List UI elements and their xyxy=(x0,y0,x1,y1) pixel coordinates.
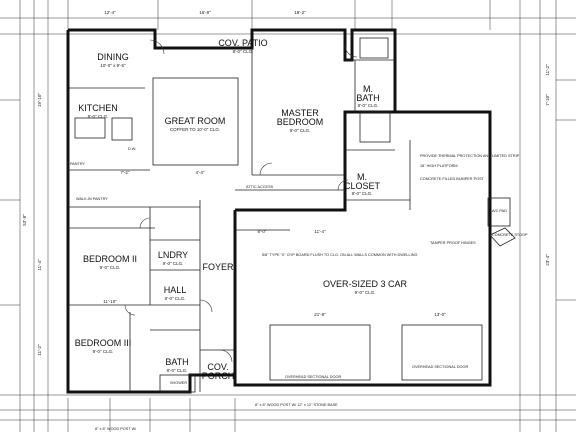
room-bath: BATH xyxy=(165,357,188,367)
room-master-bedroom-2: BEDROOM xyxy=(277,117,324,127)
dim-mid-1: 11'-10" xyxy=(103,299,117,304)
dim-top-2: 16'-8" xyxy=(199,10,211,15)
label-platform-note: 18" HIGH PLATFORM xyxy=(420,164,458,168)
dim-right-3: 23'-4" xyxy=(545,254,550,266)
label-garage-note: 5/8" TYPE "X" GYP BOARD FLUSH TO CLG. ON… xyxy=(262,253,417,257)
exterior-walls xyxy=(66,28,492,394)
label-closet-note: PROVIDE THERMAL PROTECTION AND LIMITED S… xyxy=(420,154,520,158)
room-cov-patio: COV. PATIO xyxy=(218,38,267,48)
room-cov-patio-dim: 8'-0" CLG. xyxy=(233,49,254,54)
label-ac-pad: A/C PAD xyxy=(492,209,507,213)
dim-mid-6: 7'-2" xyxy=(121,170,130,175)
dim-mid-7: 4'-4" xyxy=(196,170,205,175)
dimension-text: 53'-8" 12'-4" 16'-8" 19'-2" 11'-2" 7'-10… xyxy=(22,10,550,356)
dim-right-2: 7'-10" xyxy=(545,94,550,106)
room-great-room-dim: COFFER TO 10'-0" CLG. xyxy=(170,127,220,132)
room-hall: HALL xyxy=(164,285,187,295)
notes: PANTRY WALK-IN PANTRY D.W. SHOWER CONCRE… xyxy=(70,147,528,431)
label-attic-access: ATTIC ACCESS xyxy=(246,185,274,189)
room-bedroom-iii-dim: 9'-0" CLG. xyxy=(93,349,114,354)
dim-right-1: 11'-2" xyxy=(545,64,550,76)
doors xyxy=(124,39,358,363)
room-bedroom-ii: BEDROOM II xyxy=(83,254,137,264)
label-concrete-stoop: CONCRETE STOOP xyxy=(492,233,528,237)
dim-left-1: 19'-10" xyxy=(37,93,42,107)
room-dining-dim: 10'-0" x 9'-5" xyxy=(100,63,126,68)
room-m-closet: M. xyxy=(357,172,367,182)
room-cov-porch: COV. xyxy=(207,362,228,372)
room-hall-dim: 9'-0" CLG. xyxy=(165,296,186,301)
room-master-bedroom-dim: 9'-0" CLG. xyxy=(290,128,311,133)
room-labels: DINING 10'-0" x 9'-5" COV. PATIO 8'-0" C… xyxy=(75,38,408,381)
room-great-room: GREAT ROOM xyxy=(165,116,226,126)
room-master-bedroom: MASTER xyxy=(281,108,319,118)
room-bath-dim: 8'-0" CLG. xyxy=(167,368,188,373)
label-bumper-note: CONCRETE FILLED BUMPER POST xyxy=(420,177,485,181)
room-lndry-dim: 9'-0" CLG. xyxy=(163,261,184,266)
room-bedroom-iii: BEDROOM III xyxy=(75,338,132,348)
dim-mid-5: 8'-0" xyxy=(258,229,267,234)
label-porch-post: 8" x 8" WOOD POST W/ 12" x 12" STONE BAS… xyxy=(255,403,338,407)
room-bedroom-ii-dim: 9'-0" CLG. xyxy=(100,265,121,270)
room-garage-dim: 9'-0" CLG. xyxy=(355,290,376,295)
label-bottom-post: 8" x 8" WOOD POST W/ xyxy=(95,427,137,431)
room-lndry: LNDRY xyxy=(158,250,188,260)
dim-top-1: 12'-4" xyxy=(104,10,116,15)
label-dw: D.W. xyxy=(128,147,136,151)
interior-walls xyxy=(68,37,516,393)
room-kitchen-dim: 9'-0" CLG. xyxy=(88,114,109,119)
dim-top-3: 19'-2" xyxy=(294,10,306,15)
room-m-bath: M. xyxy=(363,84,373,94)
room-dining: DINING xyxy=(97,52,129,62)
dim-mid-3: 13'-0" xyxy=(434,312,446,317)
label-pantry: PANTRY xyxy=(70,162,86,166)
label-overhead-door-2: OVERHEAD SECTIONAL DOOR xyxy=(412,365,468,369)
label-tamper-proof: TAMPER PROOF HINGES xyxy=(430,241,476,245)
room-kitchen: KITCHEN xyxy=(78,103,118,113)
room-foyer: FOYER xyxy=(202,262,234,272)
label-overhead-door-1: OVERHEAD SECTIONAL DOOR xyxy=(285,375,341,379)
dim-total-width: 53'-8" xyxy=(22,214,27,226)
label-shower: SHOWER xyxy=(170,381,187,385)
room-m-bath-2: BATH xyxy=(356,93,379,103)
room-garage: OVER-SIZED 3 CAR xyxy=(323,279,408,289)
dim-left-2: 11'-4" xyxy=(37,259,42,271)
room-m-bath-dim: 8'-0" CLG. xyxy=(358,103,379,108)
dim-mid-2: 21'-8" xyxy=(314,312,326,317)
room-m-closet-dim: 8'-0" CLG. xyxy=(352,191,373,196)
room-cov-porch-2: PORCH xyxy=(202,371,235,381)
dim-mid-4: 11'-4" xyxy=(314,229,326,234)
dim-left-3: 11'-2" xyxy=(37,344,42,356)
label-walk-in-pantry: WALK-IN PANTRY xyxy=(76,197,108,201)
room-m-closet-2: CLOSET xyxy=(344,181,381,191)
